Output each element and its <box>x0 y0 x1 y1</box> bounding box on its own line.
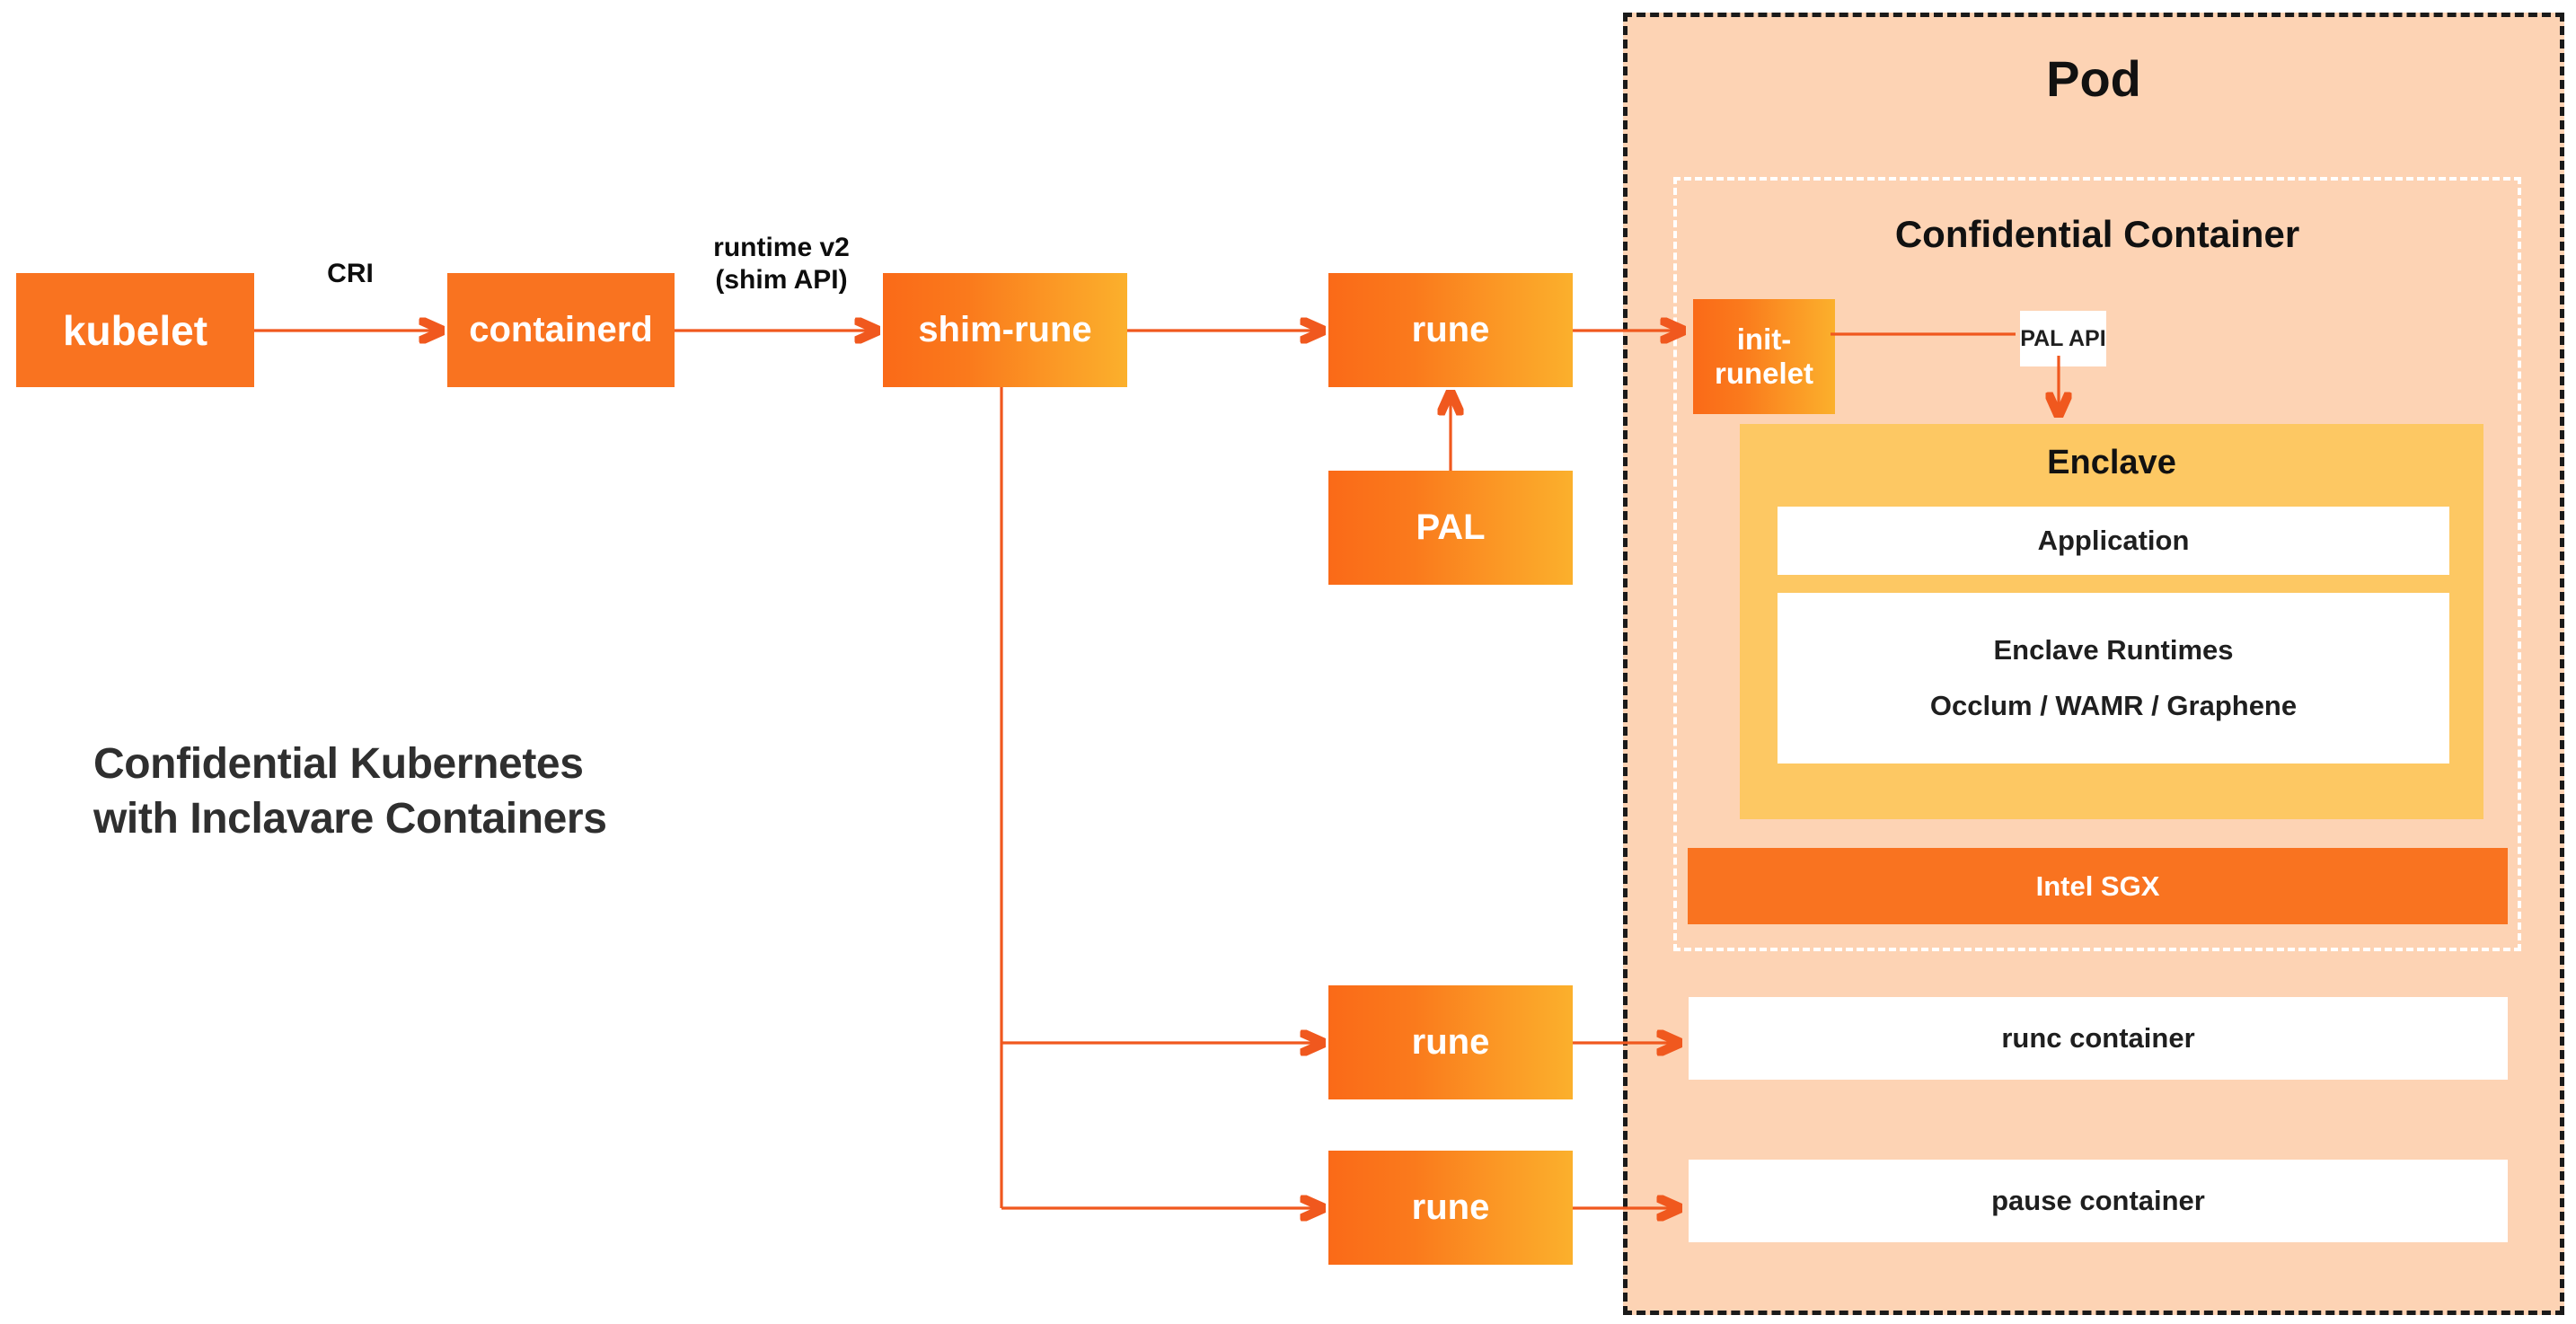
node-pause-container[interactable]: pause container <box>1689 1160 2508 1242</box>
node-containerd[interactable]: containerd <box>447 273 675 387</box>
edge-label-runtime-v2: runtime v2 (shim API) <box>713 233 850 295</box>
edge-label-cri: CRI <box>327 259 374 288</box>
node-rune-top-label: rune <box>1411 310 1490 349</box>
node-rune-top[interactable]: rune <box>1328 273 1573 387</box>
node-pal-api-label: PAL API <box>2020 325 2106 351</box>
page-title: Confidential Kubernetes with Inclavare C… <box>93 737 758 847</box>
node-rune-runc[interactable]: rune <box>1328 985 1573 1099</box>
node-intel-sgx[interactable]: Intel SGX <box>1688 848 2508 924</box>
node-enclave-runtimes-label: Enclave Runtimes <box>1993 634 2234 666</box>
node-enclave-runtimes-detail: Occlum / WAMR / Graphene <box>1929 690 2298 721</box>
enclave-region: Enclave Application Enclave Runtimes Occ… <box>1740 424 2483 819</box>
node-enclave-runtimes[interactable]: Enclave Runtimes Occlum / WAMR / Graphen… <box>1778 593 2449 764</box>
node-containerd-label: containerd <box>469 310 653 349</box>
confidential-container-title: Confidential Container <box>1894 213 2300 255</box>
node-pal-label: PAL <box>1416 508 1486 547</box>
confidential-container-region: Confidential Container <box>1673 177 2521 951</box>
pod-region: Pod Confidential Container init-runelet … <box>1623 13 2564 1315</box>
node-runc-container-label: runc container <box>2001 1022 2195 1054</box>
node-rune-runc-label: rune <box>1411 1022 1490 1062</box>
node-application-label: Application <box>2037 525 2190 556</box>
node-intel-sgx-label: Intel SGX <box>2035 869 2160 902</box>
node-init-runelet-label: init-runelet <box>1714 322 1814 390</box>
node-runc-container[interactable]: runc container <box>1689 997 2508 1080</box>
node-application[interactable]: Application <box>1778 507 2449 575</box>
node-rune-pause-label: rune <box>1411 1187 1490 1227</box>
page-title-line2: with Inclavare Containers <box>93 795 607 843</box>
node-pal-api[interactable]: PAL API <box>2020 311 2106 366</box>
enclave-title: Enclave <box>2047 444 2176 481</box>
page-title-line1: Confidential Kubernetes <box>93 740 584 788</box>
node-shim-rune[interactable]: shim-rune <box>883 273 1127 387</box>
node-pal[interactable]: PAL <box>1328 471 1573 585</box>
node-pause-container-label: pause container <box>1991 1185 2205 1216</box>
node-kubelet-label: kubelet <box>62 306 208 354</box>
node-shim-rune-label: shim-rune <box>918 310 1092 349</box>
node-kubelet[interactable]: kubelet <box>16 273 254 387</box>
pod-title: Pod <box>2046 50 2141 107</box>
node-rune-pause[interactable]: rune <box>1328 1151 1573 1265</box>
node-init-runelet[interactable]: init-runelet <box>1693 299 1835 414</box>
